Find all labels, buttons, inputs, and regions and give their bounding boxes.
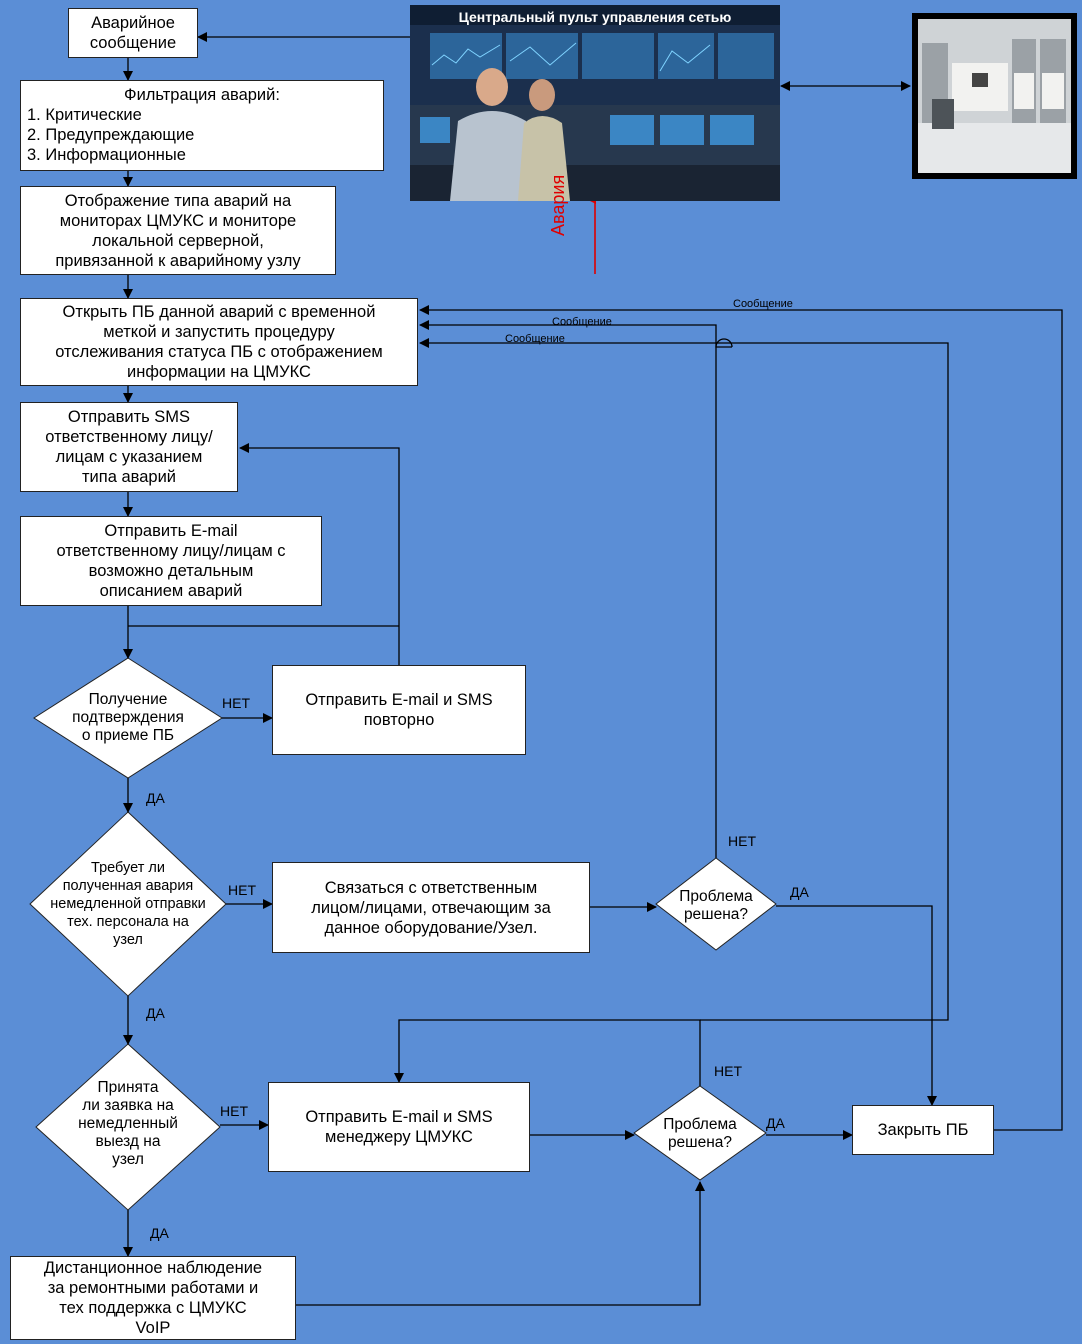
alarm-side-label: Авария: [548, 174, 568, 236]
message-label-close: Сообщение: [733, 298, 793, 310]
decision-confirmation-text: Получение подтверждения о приеме ПБ: [72, 691, 184, 744]
decision-request-accepted-text: Принята ли заявка на немедленный выезд н…: [78, 1079, 178, 1168]
decision-requires-dispatch-text: Требует ли полученная авария немедленной…: [50, 860, 206, 948]
no-label-accepted: НЕТ: [220, 1103, 248, 1119]
alarm-filter-box: Фильтрация аварий: 1. Критические 2. Пре…: [20, 80, 384, 171]
decision-problem-solved-1-text: Проблема решена?: [679, 888, 753, 923]
open-ticket-box: Открыть ПБ данной аварий с временной мет…: [20, 298, 418, 386]
no-label-solved-2: НЕТ: [714, 1063, 742, 1079]
message-label-solved-2: Сообщение: [505, 333, 565, 345]
send-manager-box: Отправить E-mail и SMS менеджеру ЦМУКС: [268, 1082, 530, 1172]
filter-title: Фильтрация аварий:: [124, 86, 280, 104]
yes-label-accepted: ДА: [150, 1225, 169, 1241]
yes-label-dispatch: ДА: [146, 1005, 165, 1021]
alarm-message-box: Аварийное сообщение: [68, 8, 198, 58]
filter-item-critical: 1. Критические: [27, 106, 142, 124]
control-center-photo: Центральный пульт управления сетью: [410, 5, 780, 201]
control-center-title: Центральный пульт управления сетью: [458, 9, 732, 25]
yes-label-solved-1: ДА: [790, 884, 809, 900]
contact-responsible-box: Связаться с ответственным лицом/лицами, …: [272, 862, 590, 953]
message-label-solved-1: Сообщение: [552, 316, 612, 328]
close-ticket-box: Закрыть ПБ: [852, 1105, 994, 1155]
send-email-box: Отправить E-mail ответственному лицу/лиц…: [20, 516, 322, 606]
send-sms-box: Отправить SMS ответственному лицу/ лицам…: [20, 402, 238, 492]
filter-item-warning: 2. Предупреждающие: [27, 126, 195, 144]
control-room-image: [410, 5, 780, 201]
remote-monitoring-box: Дистанционное наблюдение за ремонтными р…: [10, 1256, 296, 1340]
yes-label-confirmation: ДА: [146, 790, 165, 806]
server-room-photo: [912, 13, 1077, 179]
decision-problem-solved-2: [633, 1085, 767, 1181]
no-label-solved-1: НЕТ: [728, 833, 756, 849]
display-alarm-box: Отображение типа аварий на мониторах ЦМУ…: [20, 186, 336, 275]
yes-label-solved-2: ДА: [766, 1115, 785, 1131]
no-label-dispatch: НЕТ: [228, 882, 256, 898]
no-label-confirmation: НЕТ: [222, 695, 250, 711]
resend-box: Отправить E-mail и SMS повторно: [272, 665, 526, 755]
server-room-image: [918, 19, 1071, 173]
decision-problem-solved-1: [655, 857, 777, 951]
decision-problem-solved-2-text: Проблема решена?: [663, 1116, 737, 1151]
filter-item-info: 3. Информационные: [27, 146, 186, 164]
